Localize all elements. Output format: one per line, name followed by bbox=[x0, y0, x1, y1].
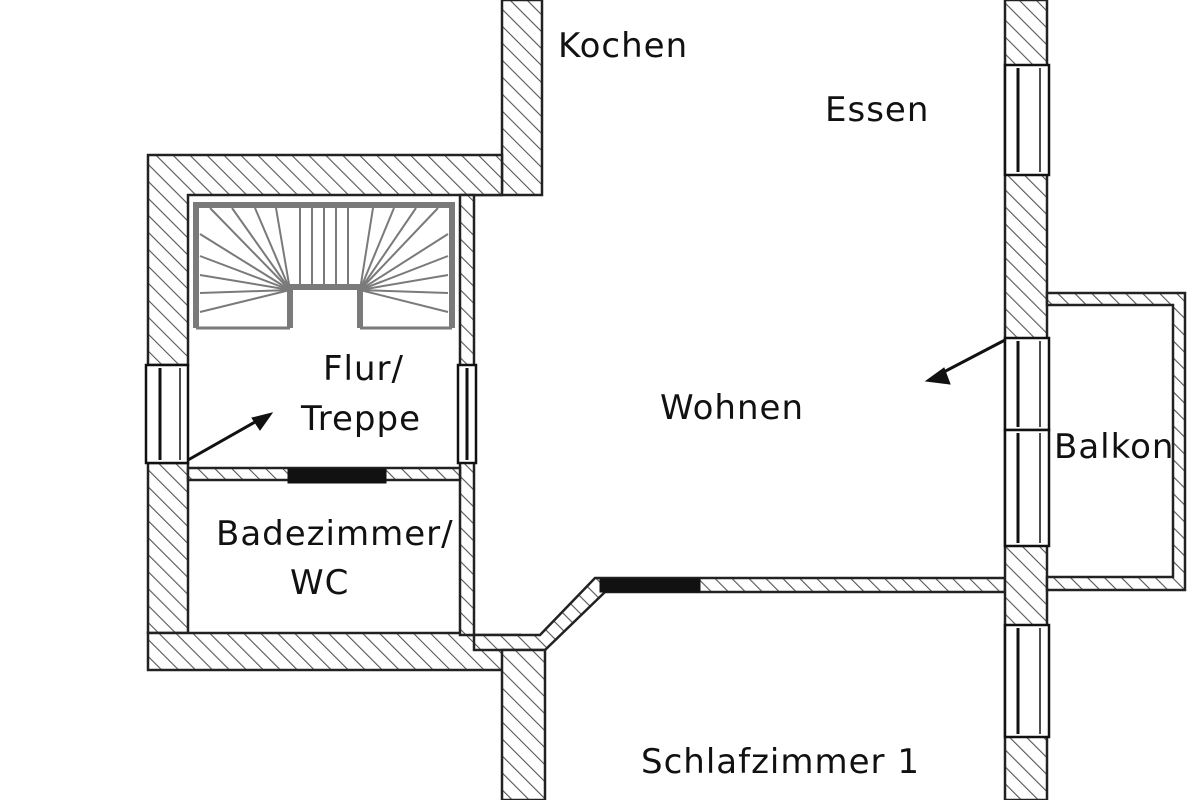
label-bad-line2: WC bbox=[290, 563, 349, 603]
label-bad-line1: Badezimmer/ bbox=[216, 514, 454, 554]
door-bath bbox=[287, 468, 387, 484]
label-balkon: Balkon bbox=[1054, 427, 1174, 467]
wall-schlaf-left bbox=[500, 648, 547, 800]
wall-bath-bottom bbox=[146, 631, 522, 672]
entry-arrow-wohnen bbox=[924, 338, 1006, 385]
windows bbox=[144, 63, 1051, 739]
door-balkon-lower bbox=[1003, 428, 1051, 548]
label-flur-line2: Treppe bbox=[300, 399, 421, 439]
entry-arrow-flur bbox=[187, 412, 274, 462]
door-balkon-upper bbox=[1003, 336, 1051, 432]
doors bbox=[287, 468, 701, 593]
walls bbox=[146, 0, 1187, 800]
label-essen: Essen bbox=[825, 90, 929, 130]
window-essen bbox=[1003, 63, 1051, 177]
balkon-railing bbox=[1045, 291, 1187, 592]
staircase bbox=[193, 202, 455, 330]
label-flur-line1: Flur/ bbox=[323, 349, 404, 389]
wall-left-lower bbox=[146, 461, 190, 635]
label-wohnen: Wohnen bbox=[660, 388, 804, 428]
label-kochen: Kochen bbox=[558, 26, 688, 66]
wall-diagonal bbox=[472, 576, 1007, 652]
window-flur-left bbox=[144, 363, 190, 465]
window-schlaf bbox=[1003, 623, 1051, 739]
door-schlaf bbox=[599, 578, 701, 593]
label-schlafzimmer: Schlafzimmer 1 bbox=[641, 742, 920, 782]
